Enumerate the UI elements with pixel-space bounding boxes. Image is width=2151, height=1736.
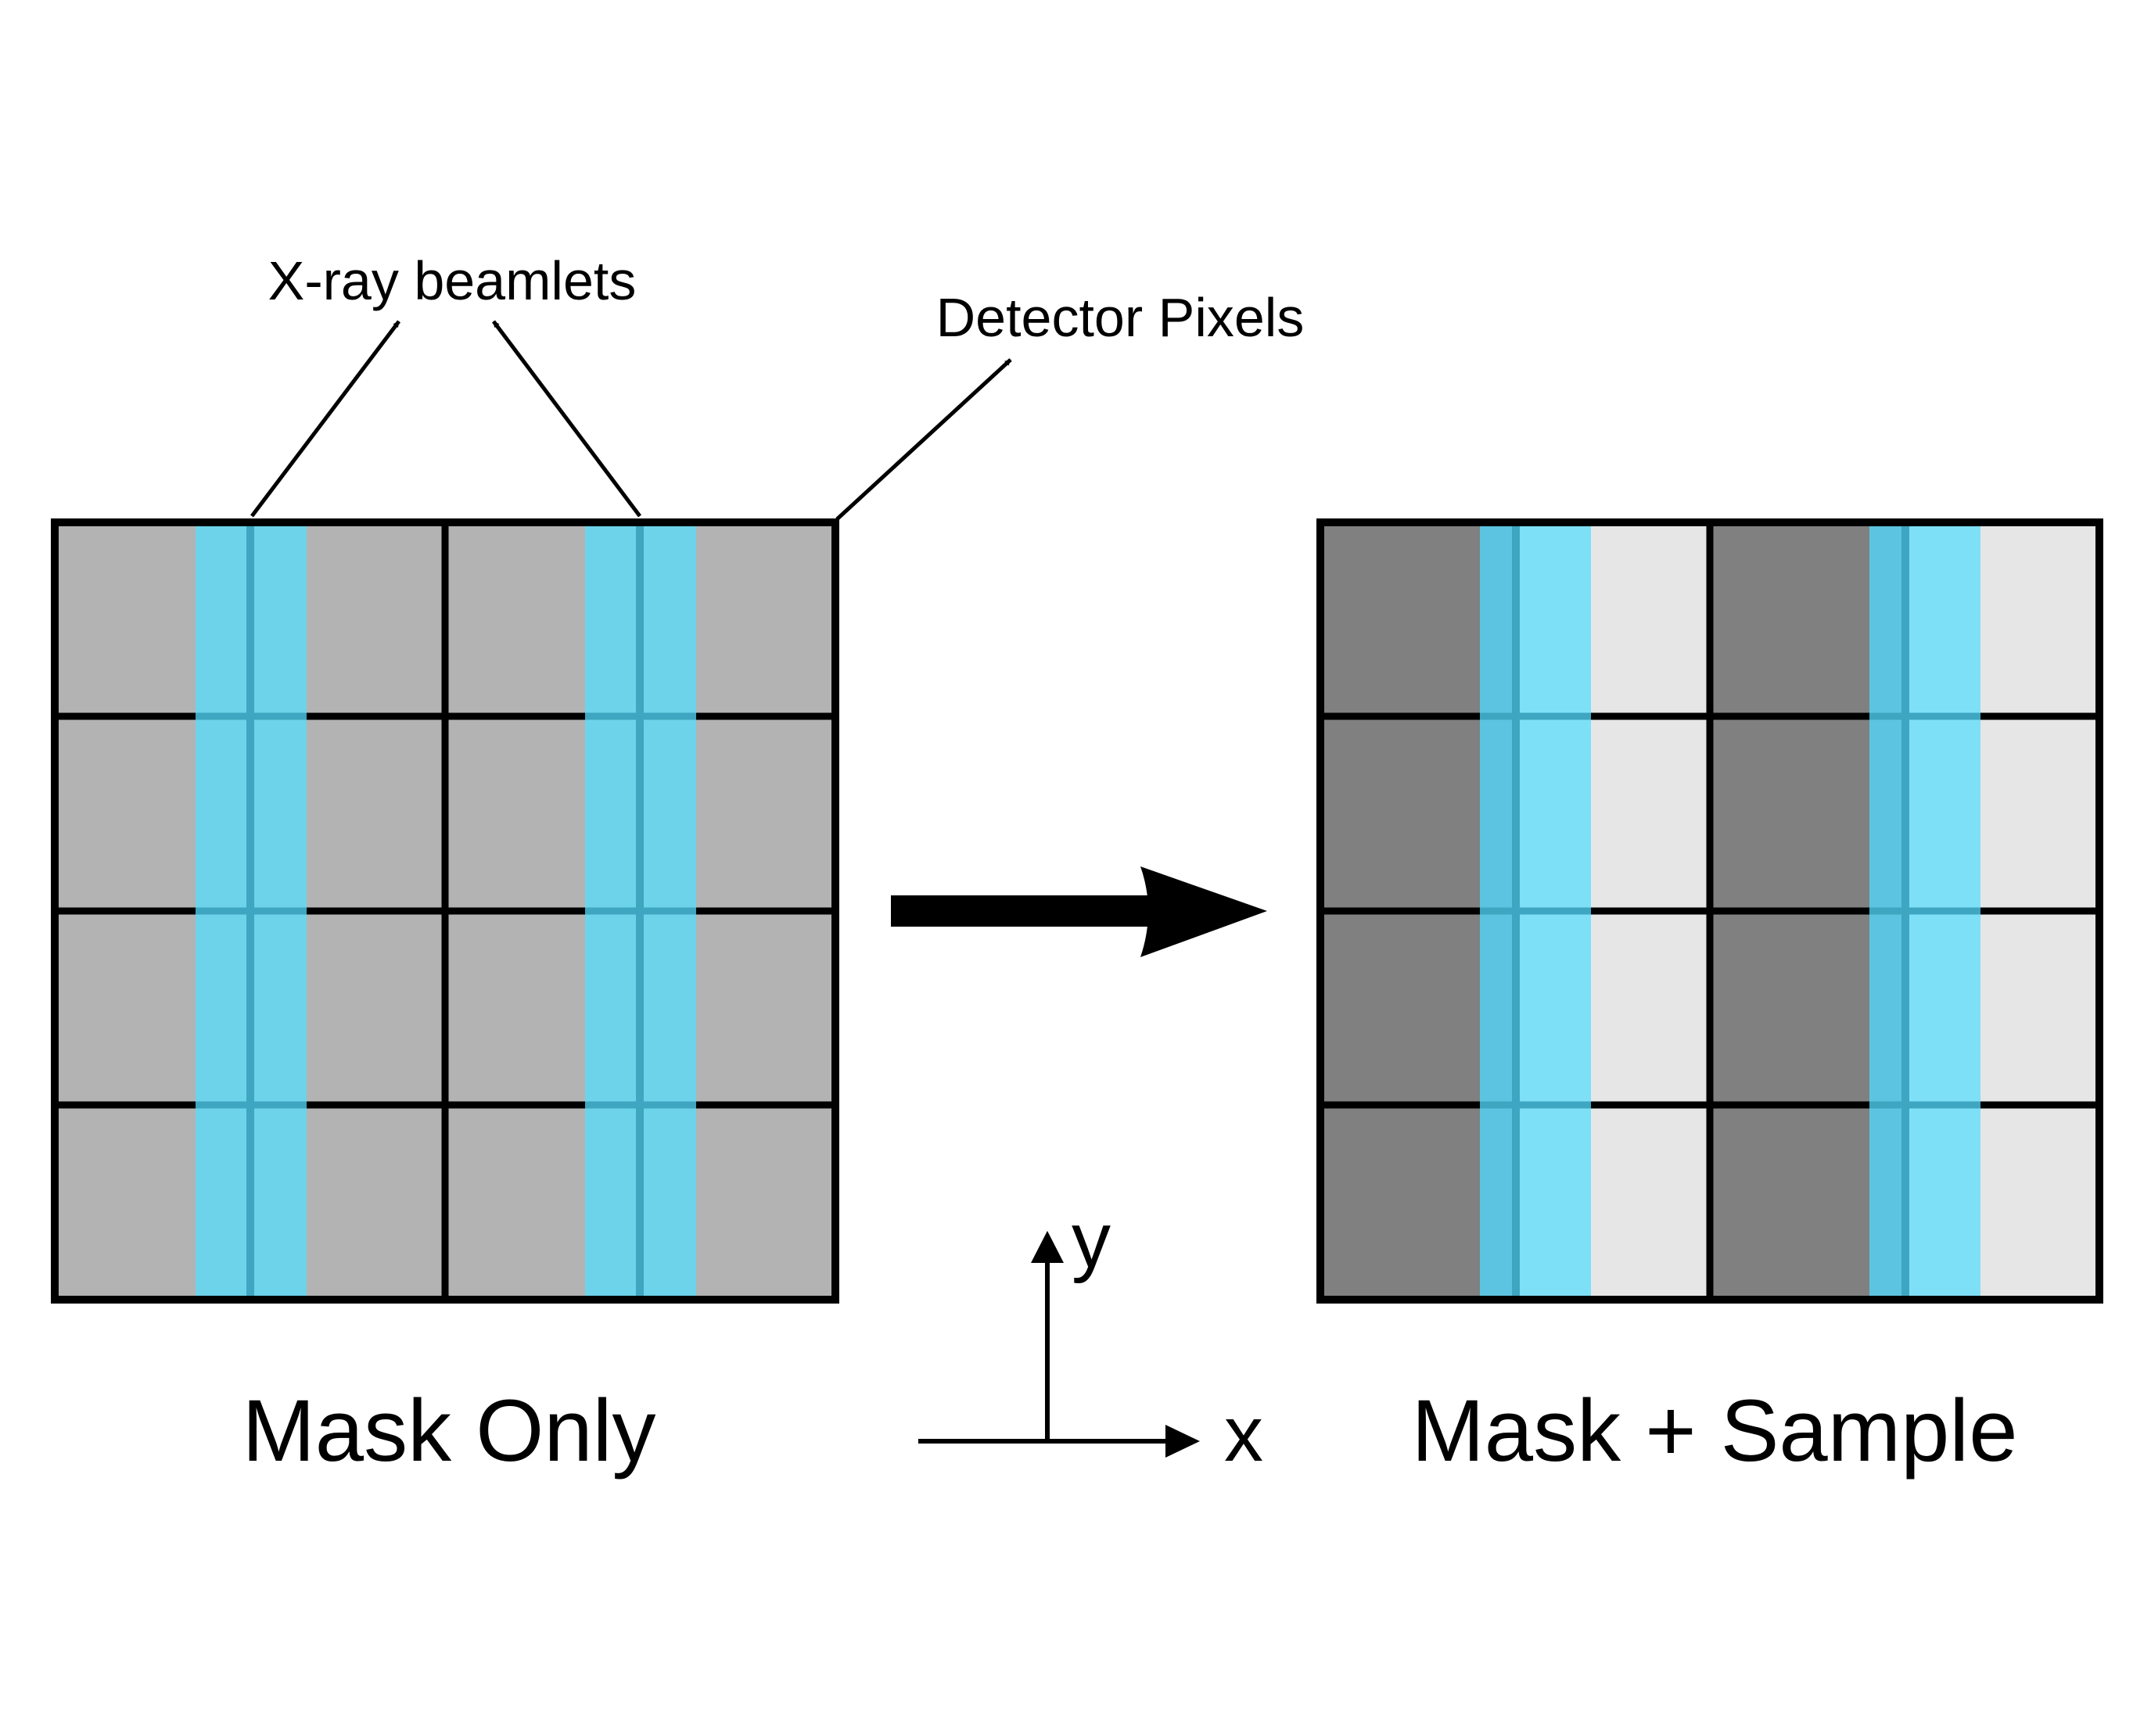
mask-sample-caption: Mask + Sample [1412, 1382, 2018, 1480]
mask-sample-grid-in-beamlets [1480, 712, 1980, 1109]
axes-indicator [918, 1231, 1200, 1458]
x-axis-label: x [1224, 1390, 1263, 1478]
y-axis-arrowhead [1031, 1231, 1064, 1263]
beamlet-callout-arrow-1 [250, 320, 400, 518]
mask-sample-border [1316, 518, 2103, 1304]
transition-arrow-shaft [891, 895, 1157, 927]
beamlets-label: X-ray beamlets [268, 250, 637, 311]
transition-arrow [891, 866, 1267, 957]
detector-callout-arrow [835, 358, 1012, 521]
beamlet-callout-arrow-2 [492, 320, 641, 518]
y-axis-label: y [1072, 1196, 1111, 1284]
x-axis-arrowhead [1165, 1425, 1200, 1458]
detector-pixels-label: Detector Pixels [936, 287, 1305, 348]
mask-only-grid [55, 522, 835, 1300]
mask-only-border [51, 518, 839, 1304]
mask-only-grid-in-beamlets [196, 712, 696, 1109]
mask-sample-panel [1316, 518, 2103, 1304]
mask-only-caption: Mask Only [242, 1382, 656, 1480]
mask-only-panel [51, 518, 839, 1304]
transition-arrow-head [1140, 866, 1267, 957]
mask-sample-grid [1320, 522, 2099, 1300]
callouts [250, 320, 1012, 521]
